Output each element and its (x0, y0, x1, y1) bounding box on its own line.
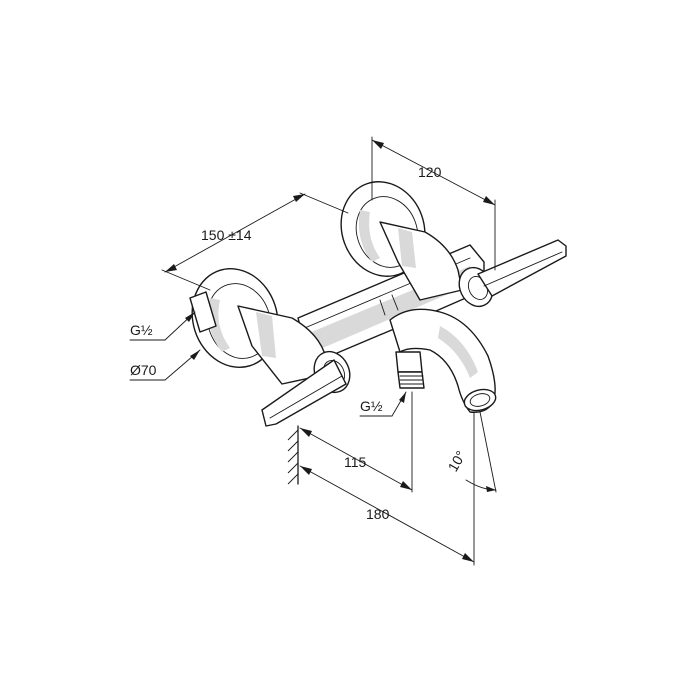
dim-115: 115 (299, 391, 413, 493)
bottom-outlet (395, 351, 425, 389)
dim-150: 150 ±14 (161, 192, 349, 291)
diameter-label: Ø70 (130, 362, 157, 378)
leader-thread-left: G½ (129, 311, 196, 341)
right-lever-handle (458, 239, 567, 308)
left-valve-sleeve (237, 305, 329, 385)
dim-120-label: 120 (418, 164, 442, 180)
dim-115-label: 115 (344, 454, 367, 470)
dim-180: 180 (299, 411, 475, 566)
dim-180-label: 180 (366, 506, 390, 522)
dim-150-label: 150 ±14 (201, 227, 252, 243)
dim-120: 120 (371, 136, 496, 271)
thread-left-label: G½ (130, 322, 153, 338)
right-valve-sleeve (379, 221, 463, 301)
angle-label: 10° (444, 448, 468, 474)
left-lever-handle (261, 350, 351, 427)
wall-hatch (287, 425, 299, 485)
leader-thread-bottom: G½ (359, 391, 407, 417)
leader-diameter: Ø70 (129, 349, 201, 381)
spout (389, 308, 497, 413)
angle-10: 10° (444, 411, 497, 493)
thread-bottom-label: G½ (360, 398, 383, 414)
